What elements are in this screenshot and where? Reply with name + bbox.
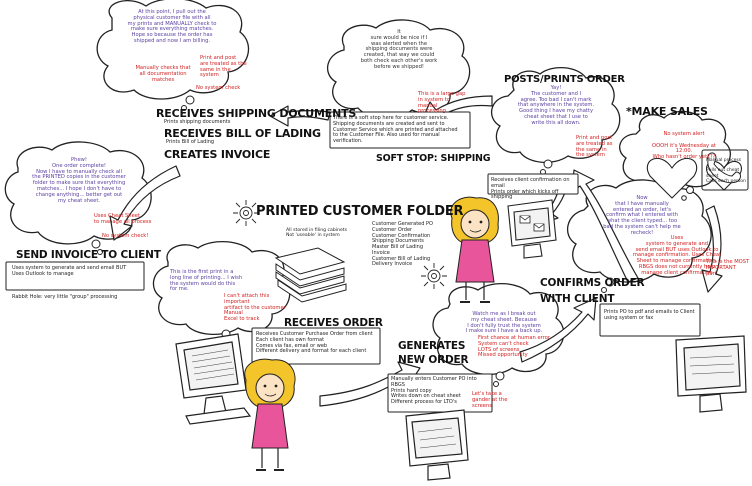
title-confirms-order: CONFIRMS ORDER WITH CLIENT [540, 277, 645, 305]
bubble-confirm-note: Uses system to generate and send email B… [632, 235, 722, 276]
make-sales-box: Manual process Pulls out cheat sheet Cal… [706, 158, 746, 184]
title-send-invoice: SEND INVOICE TO CLIENT [16, 249, 161, 261]
send-invoice-note: Rabbit Hole: very little "group" process… [12, 294, 118, 300]
arrow-generates-to-confirms [519, 297, 597, 363]
bubble-confirm-text: Now that I have manually entered an orde… [603, 195, 681, 236]
cloud-top-middle [326, 19, 471, 119]
bubble-invoice-text: Phew! One order complete! Now I have to … [32, 157, 126, 204]
girl-figure-left-icon [244, 358, 296, 471]
bubble-generates-text: Watch me as I break out my cheat sheet. … [465, 311, 543, 335]
bubble-generates-note-2: Let's take a gander at the screens [472, 391, 508, 409]
title-receives-bill-of-lading: RECEIVES BILL OF LADING [164, 127, 321, 140]
phone-icon [707, 152, 741, 184]
bubble-top-left-note-2: Print and post are treated as the same i… [200, 55, 247, 79]
flower-icon [421, 263, 447, 289]
bubble-top-middle-text: It sure would be nice if I was alerted w… [360, 29, 438, 70]
title-generates-new-order: GENERATES NEW ORDER [398, 340, 469, 366]
title-make-sales: *MAKE SALES [626, 105, 708, 118]
cloud-receives-order [152, 241, 291, 335]
folder-note: All stored in filing cabinets Not 'useab… [286, 228, 347, 239]
bill-of-lading-sub: Prints Bill of Lading [166, 139, 215, 145]
arrow-sales-to-confirm [701, 205, 723, 293]
title-receives-order: RECEIVES ORDER [284, 317, 383, 329]
title-printed-customer-folder: PRINTED CUSTOMER FOLDER [256, 204, 464, 219]
title-creates-invoice: CREATES INVOICE [164, 148, 271, 161]
computer-desk-icon [507, 199, 557, 259]
send-invoice-box: Uses system to generate and send email B… [12, 265, 127, 277]
flower-icon [233, 200, 259, 226]
bubble-confirm-note-2: This is the MOST IMPORTANT part [706, 259, 750, 277]
bubble-invoice-note-2: No system check! [102, 233, 149, 239]
mail-icon [519, 215, 545, 232]
arrow-confirms-to-posts [571, 169, 639, 283]
bubble-top-middle-note: This is a large gap in system to manual … [418, 91, 466, 115]
computer-bottom-icon [405, 409, 469, 481]
cloud-top-left [96, 0, 250, 100]
generates-box: Manually enters Customer PO into RBGS Pr… [391, 376, 477, 405]
girl-figure-right-icon [450, 196, 499, 303]
bubble-generates-note: First chance at human error System can't… [478, 335, 551, 359]
confirms-box: Prints PO to pdf and emails to Client us… [604, 309, 695, 321]
posts-box: Receives client confirmation on email Pr… [491, 177, 570, 201]
computer-right-icon [675, 335, 747, 413]
arrow-softstop-to-shipping [269, 105, 331, 127]
arrow-invoice-to-send [109, 165, 181, 241]
cloud-posts [490, 67, 621, 163]
bubble-make-sales-text: No system alert OOOH it's Wednesday at 1… [652, 131, 716, 161]
computer-left-icon [175, 333, 252, 425]
bubble-posts-note: Print and post are treated as the same i… [576, 135, 613, 159]
bubble-invoice-note: Uses Cheat Sheet to manage all process [94, 213, 152, 225]
bubble-top-left-text: At this point, I pull out the physical c… [127, 9, 217, 45]
title-posts-prints-order: POSTS/PRINTS ORDER [504, 74, 625, 85]
bubble-receives-text: This is the first print in a long line o… [170, 269, 243, 293]
bubble-receives-note: I can't attach this important artifact t… [224, 293, 286, 323]
bubble-posts-text: Yay! The customer and I agree. Too bad I… [517, 85, 595, 126]
soft-stop-box: There is a soft stop here for customer s… [333, 115, 458, 144]
shipping-docs-sub: Prints shipping documents [164, 119, 231, 125]
receives-order-box: Receives Customer Purchase Order from cl… [256, 331, 373, 355]
folder-stack-icon [274, 247, 347, 303]
title-receives-shipping-docs: RECEIVES SHIPPING DOCUMENTS [156, 107, 357, 120]
bubble-top-left-note: Manually checks that all documentation m… [135, 65, 191, 83]
cloud-confirm [566, 179, 712, 283]
folder-list: Customer Generated PO Customer Order Cus… [372, 221, 433, 268]
bubble-top-left-note-3: No system check [196, 85, 241, 91]
title-soft-stop: SOFT STOP: SHIPPING [376, 153, 491, 164]
